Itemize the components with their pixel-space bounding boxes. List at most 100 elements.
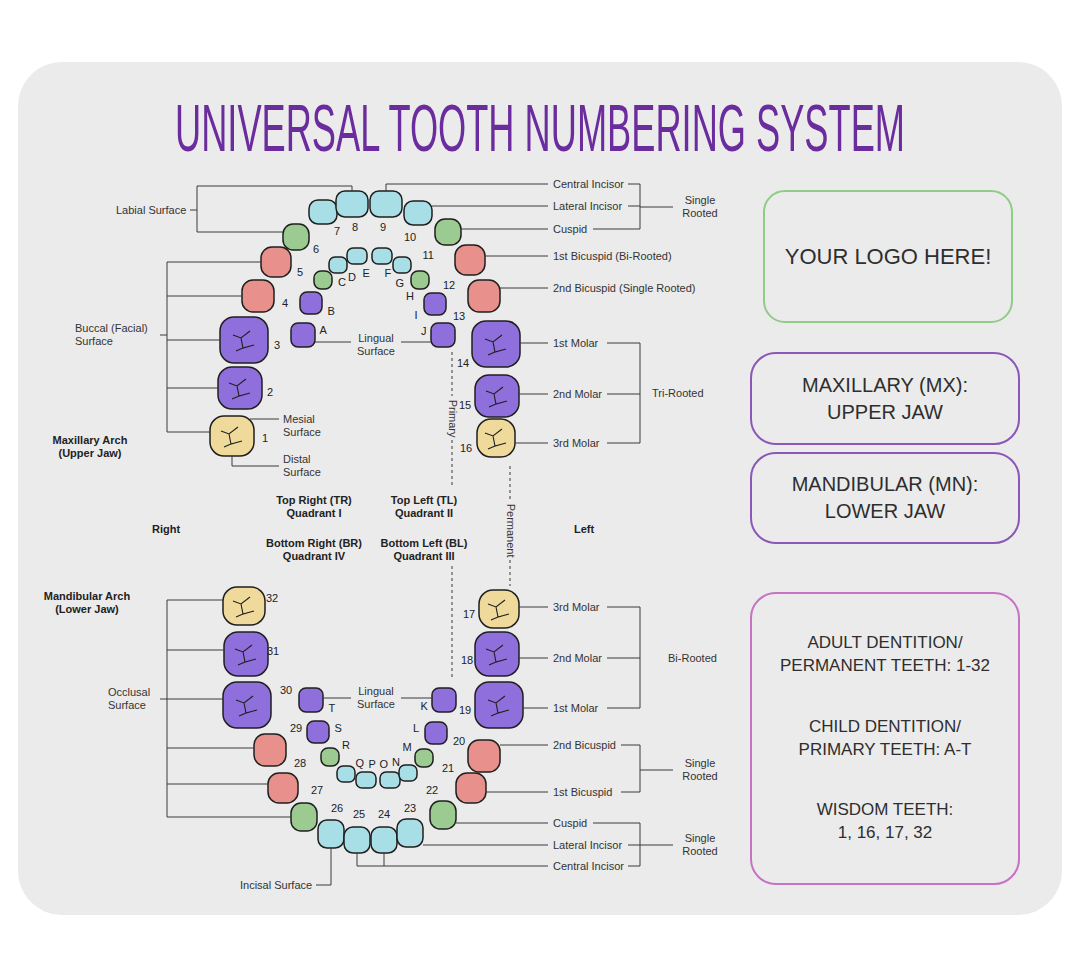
bracket xyxy=(160,600,291,817)
tooth xyxy=(472,321,520,367)
tooth xyxy=(477,419,515,457)
molar-crease xyxy=(485,335,506,355)
tooth xyxy=(321,748,339,766)
tooth-number: A xyxy=(320,324,327,337)
part-label: Occlusal Surface xyxy=(108,686,158,712)
leader-line xyxy=(357,823,548,866)
tooth xyxy=(314,271,332,289)
part-label: Central Incisor xyxy=(553,178,624,191)
tooth-number: F xyxy=(385,267,392,280)
tooth xyxy=(424,293,446,315)
molar-crease xyxy=(233,597,254,617)
region-label: Right xyxy=(152,523,180,536)
part-label: Mesial Surface xyxy=(283,413,329,439)
leader-line xyxy=(316,848,331,885)
molar-crease xyxy=(233,331,254,351)
box-text: YOUR LOGO HERE! xyxy=(785,242,992,272)
leader-line xyxy=(386,184,548,229)
tooth-number: P xyxy=(369,758,376,771)
box-text: MANDIBULAR (MN): LOWER JAW xyxy=(770,471,1000,525)
part-label: Cuspid xyxy=(553,223,587,236)
leader-line xyxy=(519,607,548,708)
tooth xyxy=(337,766,355,782)
tooth xyxy=(399,765,417,781)
info-box: MANDIBULAR (MN): LOWER JAW xyxy=(750,452,1020,544)
tooth xyxy=(268,773,298,803)
tooth-number: 1 xyxy=(262,432,268,445)
title: UNIVERSAL TOOTH NUMBERING SYSTEM xyxy=(175,92,905,165)
tooth-number: 22 xyxy=(426,784,438,797)
part-label: Tri-Rooted xyxy=(652,387,704,400)
tooth-number: 14 xyxy=(457,357,469,370)
box-text: WISDOM TEETH: 1, 16, 17, 32 xyxy=(811,799,959,845)
part-label: Single Rooted xyxy=(677,194,723,220)
tooth-number: H xyxy=(406,290,414,303)
part-label: 3rd Molar xyxy=(553,437,599,450)
tooth-number: G xyxy=(396,277,405,290)
tooth xyxy=(430,801,456,829)
part-label: Lingual Surface xyxy=(353,685,399,711)
tooth-number: K xyxy=(421,700,428,713)
part-label: 2nd Molar xyxy=(553,652,602,665)
tooth xyxy=(283,224,309,250)
tooth xyxy=(347,248,367,264)
tooth-number: B xyxy=(328,305,335,318)
tooth xyxy=(336,191,368,217)
region-label: Maxillary Arch (Upper Jaw) xyxy=(44,434,136,460)
molar-crease xyxy=(235,645,256,665)
part-label: Central Incisor xyxy=(553,860,624,873)
tooth-number: L xyxy=(413,722,419,735)
tooth xyxy=(370,191,402,217)
tooth-number: 12 xyxy=(443,279,455,292)
tooth-number: 26 xyxy=(331,802,343,815)
molar-crease xyxy=(229,379,250,399)
part-label: Single Rooted xyxy=(677,757,723,783)
part-label: Buccal (Facial) Surface xyxy=(75,322,157,348)
bracket xyxy=(160,262,261,432)
bracket xyxy=(607,343,640,443)
bracket xyxy=(621,745,673,792)
molar-crease xyxy=(488,600,509,620)
part-label: Lingual Surface xyxy=(353,332,399,358)
part-label: Single Rooted xyxy=(677,832,723,858)
part-label: Distal Surface xyxy=(283,453,329,479)
tooth-number: S xyxy=(335,722,342,735)
card-background xyxy=(18,62,1062,915)
tooth xyxy=(309,200,337,224)
tooth xyxy=(456,773,486,803)
tooth xyxy=(380,772,400,788)
tooth xyxy=(411,271,429,289)
tooth xyxy=(468,740,500,772)
molar-crease xyxy=(486,387,507,407)
tooth-number: 17 xyxy=(463,608,475,621)
part-label: Lateral Incisor xyxy=(553,200,622,213)
tooth-number: 8 xyxy=(352,221,358,234)
tooth-number: C xyxy=(338,276,346,289)
tooth-number: 16 xyxy=(460,442,472,455)
tooth xyxy=(372,248,392,264)
tooth xyxy=(223,682,271,728)
tooth xyxy=(475,375,519,417)
part-label: 2nd Molar xyxy=(553,388,602,401)
region-label: Bottom Left (BL) Quadrant III xyxy=(372,537,476,563)
tooth xyxy=(223,587,265,625)
info-box: ADULT DENTITION/ PERMANENT TEETH: 1-32CH… xyxy=(750,592,1020,885)
tooth-number: 2 xyxy=(267,386,273,399)
tooth xyxy=(393,257,411,273)
tooth-number: 9 xyxy=(380,221,386,234)
tooth-number: 20 xyxy=(453,735,465,748)
bracket xyxy=(607,607,640,708)
tooth xyxy=(210,416,254,456)
tooth xyxy=(404,201,432,225)
tooth-number: 5 xyxy=(297,266,303,279)
tooth-number: 27 xyxy=(311,784,323,797)
tooth-number: I xyxy=(415,309,418,322)
tooth-number: 19 xyxy=(459,704,471,717)
tooth-number: 7 xyxy=(334,225,340,238)
part-label: 3rd Molar xyxy=(553,601,599,614)
tooth-number: 4 xyxy=(282,297,288,310)
tooth-number: 30 xyxy=(280,684,292,697)
tooth xyxy=(344,827,370,853)
tooth xyxy=(475,632,519,676)
tooth xyxy=(299,688,323,712)
